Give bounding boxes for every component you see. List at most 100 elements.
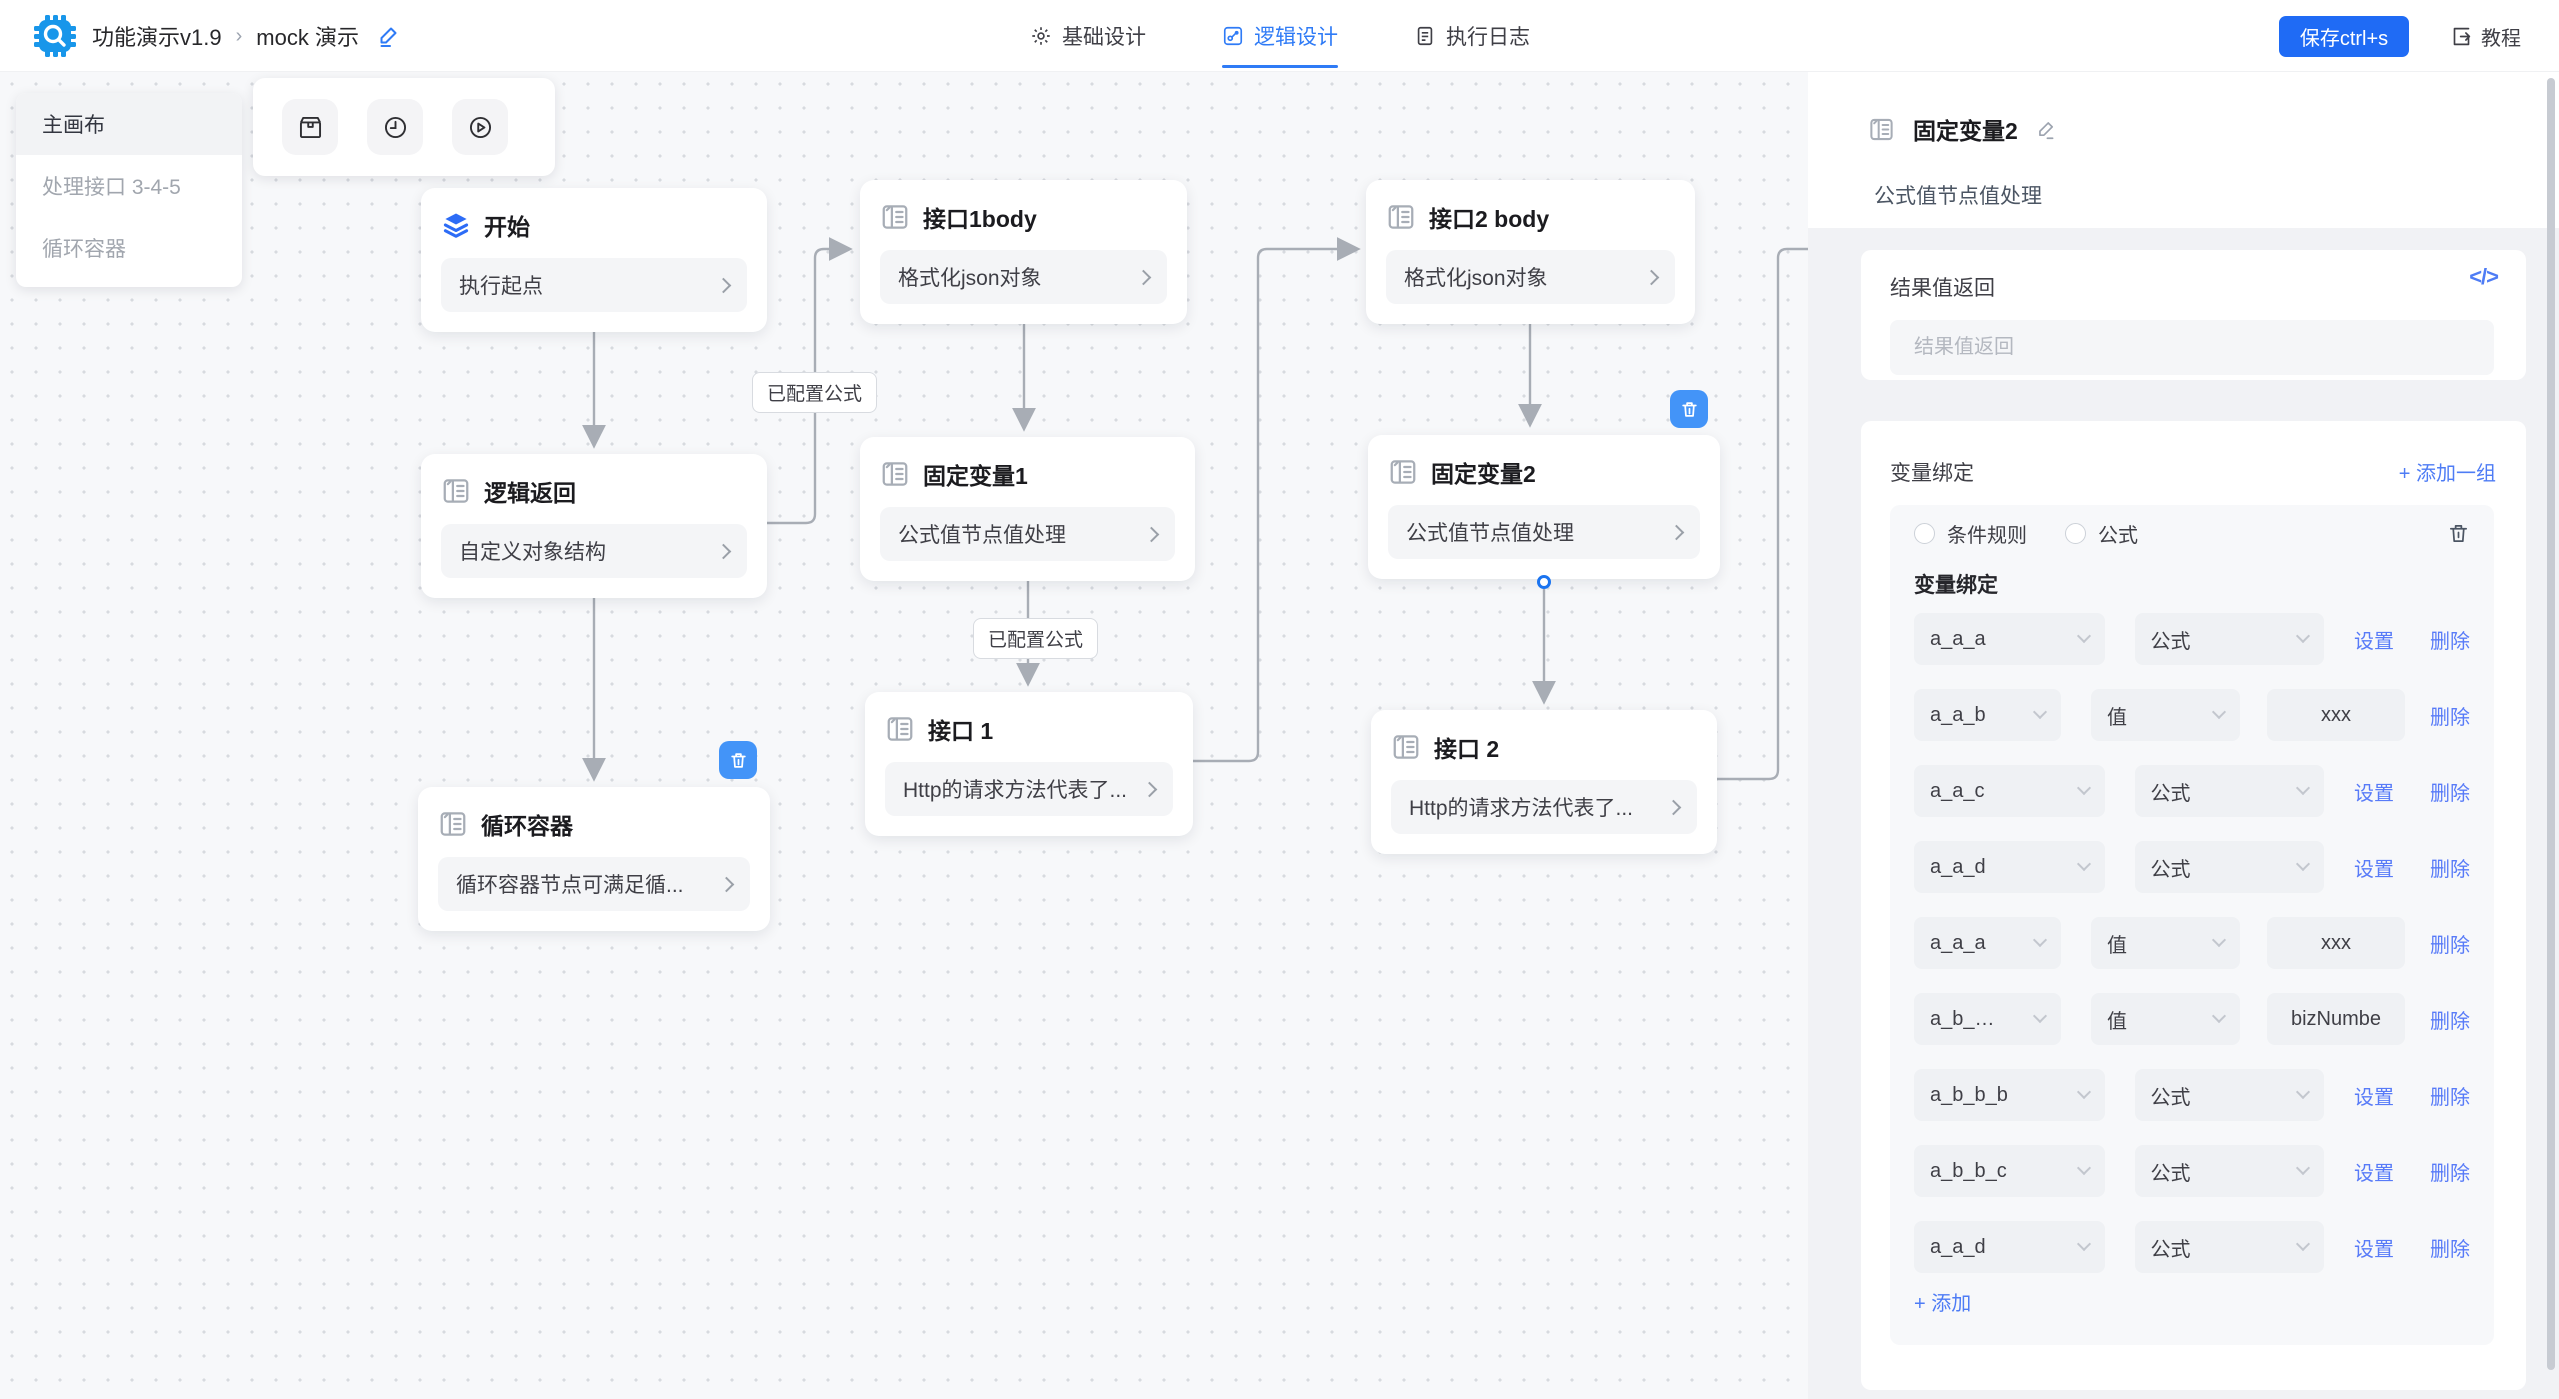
variable-type-select[interactable]: 公式 bbox=[2134, 765, 2324, 817]
delete-node-button[interactable] bbox=[1670, 390, 1708, 428]
node-body-row[interactable]: 格式化json对象 bbox=[880, 250, 1167, 304]
add-row-link[interactable]: + 添加 bbox=[1914, 1293, 1972, 1315]
variable-value-input[interactable] bbox=[2267, 689, 2405, 741]
chevron-down-icon bbox=[2076, 856, 2091, 872]
variable-name-select[interactable]: a_a_d bbox=[1914, 1221, 2105, 1273]
node-body-row[interactable]: 公式值节点值处理 bbox=[880, 507, 1175, 561]
node-start[interactable]: 开始 执行起点 bbox=[421, 188, 767, 332]
set-link[interactable]: 设置 bbox=[2354, 1238, 2394, 1261]
flow-canvas[interactable]: 主画布 处理接口 3-4-5 循环容器 bbox=[0, 72, 1808, 1399]
variable-name-select[interactable]: a_a_b bbox=[1914, 689, 2061, 741]
node-body-row[interactable]: Http的请求方法代表了... bbox=[1391, 780, 1697, 834]
variable-name-select[interactable]: a_a_c bbox=[1914, 765, 2105, 817]
result-value-input[interactable] bbox=[1890, 320, 2494, 375]
node-title: 固定变量1 bbox=[923, 463, 1028, 489]
node-api1[interactable]: 接口 1 Http的请求方法代表了... bbox=[865, 692, 1193, 836]
node-body-row[interactable]: 自定义对象结构 bbox=[441, 524, 747, 578]
variable-name-select[interactable]: a_a_a bbox=[1914, 613, 2105, 665]
variable-type-select[interactable]: 公式 bbox=[2134, 613, 2324, 665]
tab-basic-design[interactable]: 基础设计 bbox=[1030, 0, 1146, 72]
panel-icon bbox=[1386, 202, 1416, 232]
connection-port[interactable] bbox=[1537, 575, 1551, 589]
chevron-down-icon bbox=[2076, 1160, 2091, 1176]
variable-type-select[interactable]: 值 bbox=[2091, 917, 2240, 969]
variable-name-select[interactable]: a_b_… bbox=[1914, 993, 2061, 1045]
panel-icon bbox=[1391, 732, 1421, 762]
variable-type-select[interactable]: 公式 bbox=[2134, 1221, 2324, 1273]
node-body-row[interactable]: 执行起点 bbox=[441, 258, 747, 312]
node-api2-body[interactable]: 接口2 body 格式化json对象 bbox=[1366, 180, 1695, 324]
delete-link[interactable]: 删除 bbox=[2430, 934, 2470, 957]
set-link[interactable]: 设置 bbox=[2354, 1162, 2394, 1185]
chevron-down-icon bbox=[2076, 1084, 2091, 1100]
delete-link[interactable]: 删除 bbox=[2430, 706, 2470, 729]
tutorial-link[interactable]: 教程 bbox=[2451, 22, 2521, 51]
delete-link[interactable]: 删除 bbox=[2430, 1086, 2470, 1109]
delete-link[interactable]: 删除 bbox=[2430, 1010, 2470, 1033]
radio-formula[interactable]: 公式 bbox=[2065, 519, 2138, 548]
node-loop-container[interactable]: 循环容器 循环容器节点可满足循... bbox=[418, 787, 770, 931]
properties-panel-header: 固定变量2 公式值节点值处理 bbox=[1808, 72, 2559, 228]
panel-icon bbox=[438, 809, 468, 839]
layer-item-process-interface[interactable]: 处理接口 3-4-5 bbox=[16, 155, 242, 217]
variable-value-input[interactable] bbox=[2267, 993, 2405, 1045]
delete-link[interactable]: 删除 bbox=[2430, 858, 2470, 881]
variable-type-select[interactable]: 值 bbox=[2091, 689, 2240, 741]
variable-type-select[interactable]: 公式 bbox=[2134, 1069, 2324, 1121]
radio-condition-rule[interactable]: 条件规则 bbox=[1914, 519, 2027, 548]
rename-node-icon[interactable] bbox=[2036, 119, 2057, 140]
save-button[interactable]: 保存ctrl+s bbox=[2279, 15, 2409, 57]
add-group-link[interactable]: + 添加一组 bbox=[2398, 463, 2496, 485]
node-body-row[interactable]: Http的请求方法代表了... bbox=[885, 762, 1173, 816]
variable-name-select[interactable]: a_a_a bbox=[1914, 917, 2061, 969]
set-link[interactable]: 设置 bbox=[2354, 1086, 2394, 1109]
edge-formula-badge[interactable]: 已配置公式 bbox=[752, 372, 878, 413]
chevron-down-icon bbox=[2076, 628, 2091, 644]
delete-link[interactable]: 删除 bbox=[2430, 782, 2470, 805]
variable-name-select[interactable]: a_b_b_b bbox=[1914, 1069, 2105, 1121]
node-api2[interactable]: 接口 2 Http的请求方法代表了... bbox=[1371, 710, 1717, 854]
binding-section-title: 变量绑定 bbox=[1890, 462, 1974, 485]
variable-name-select[interactable]: a_b_b_c bbox=[1914, 1145, 2105, 1197]
tab-logic-design[interactable]: 逻辑设计 bbox=[1222, 0, 1338, 72]
node-body-row[interactable]: 循环容器节点可满足循... bbox=[438, 857, 750, 911]
set-link[interactable]: 设置 bbox=[2354, 782, 2394, 805]
edge-formula-badge[interactable]: 已配置公式 bbox=[973, 618, 1099, 659]
chevron-right-icon bbox=[1135, 269, 1152, 285]
node-logic-return[interactable]: 逻辑返回 自定义对象结构 bbox=[421, 454, 767, 598]
layer-item-loop-container[interactable]: 循环容器 bbox=[16, 217, 242, 279]
tab-execution-log[interactable]: 执行日志 bbox=[1414, 0, 1530, 72]
variable-value-input[interactable] bbox=[2267, 917, 2405, 969]
node-api1-body[interactable]: 接口1body 格式化json对象 bbox=[860, 180, 1187, 324]
selected-node-description: 公式值节点值处理 bbox=[1874, 185, 2042, 208]
variable-type-select[interactable]: 值 bbox=[2091, 993, 2240, 1045]
node-fixed-var2[interactable]: 固定变量2 公式值节点值处理 bbox=[1368, 435, 1720, 579]
variable-type-select[interactable]: 公式 bbox=[2134, 1145, 2324, 1197]
variable-type-select[interactable]: 公式 bbox=[2134, 841, 2324, 893]
node-body-row[interactable]: 公式值节点值处理 bbox=[1388, 505, 1700, 559]
code-icon[interactable]: </> bbox=[2469, 264, 2499, 289]
layer-item-main-canvas[interactable]: 主画布 bbox=[16, 93, 242, 155]
breadcrumb-page-name: mock 演示 bbox=[256, 25, 359, 50]
node-body-row[interactable]: 格式化json对象 bbox=[1386, 250, 1675, 304]
delete-group-icon[interactable] bbox=[2447, 522, 2470, 545]
header-actions: 保存ctrl+s 教程 bbox=[2279, 0, 2521, 72]
variable-binding-card: 变量绑定 + 添加一组 条件规则 公式 bbox=[1861, 421, 2526, 1390]
app-logo-icon[interactable] bbox=[33, 14, 77, 58]
delete-link[interactable]: 删除 bbox=[2430, 630, 2470, 653]
breadcrumb-app-name[interactable]: 功能演示v1.9 bbox=[92, 25, 222, 50]
play-circle-icon[interactable] bbox=[452, 99, 508, 155]
delete-link[interactable]: 删除 bbox=[2430, 1162, 2470, 1185]
top-header: 功能演示v1.9 › mock 演示 基础设计 bbox=[0, 0, 2559, 72]
package-icon[interactable] bbox=[282, 99, 338, 155]
variable-name-select[interactable]: a_a_d bbox=[1914, 841, 2105, 893]
set-link[interactable]: 设置 bbox=[2354, 858, 2394, 881]
delete-node-button[interactable] bbox=[719, 741, 757, 779]
clock-icon[interactable] bbox=[367, 99, 423, 155]
panel-icon bbox=[441, 476, 471, 506]
delete-link[interactable]: 删除 bbox=[2430, 1238, 2470, 1261]
set-link[interactable]: 设置 bbox=[2354, 630, 2394, 653]
node-fixed-var1[interactable]: 固定变量1 公式值节点值处理 bbox=[860, 437, 1195, 581]
panel-scrollbar[interactable] bbox=[2547, 78, 2555, 1370]
edit-title-icon[interactable] bbox=[377, 24, 401, 48]
